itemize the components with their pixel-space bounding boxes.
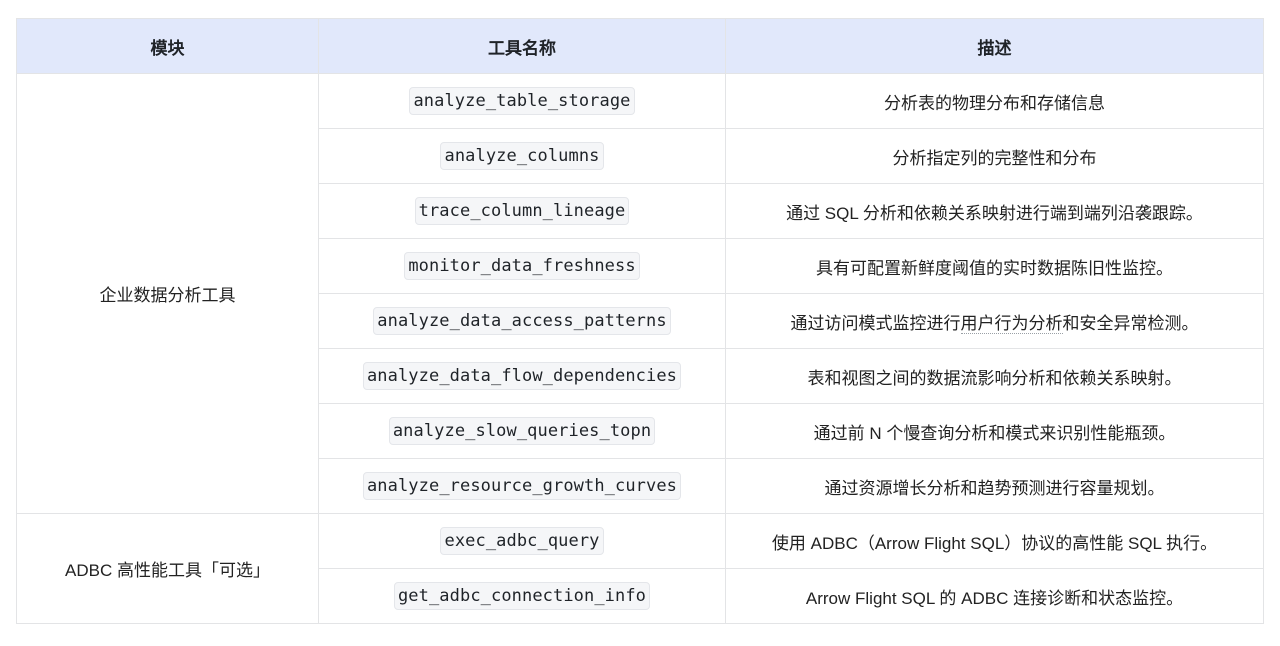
- desc-cell: Arrow Flight SQL 的 ADBC 连接诊断和状态监控。: [725, 568, 1264, 624]
- header-row: 模块 工具名称 描述: [16, 18, 1264, 74]
- table-row: 企业数据分析工具 analyze_table_storage 分析表的物理分布和…: [16, 73, 1264, 514]
- tool-description: 具有可配置新鲜度阈值的实时数据陈旧性监控。: [816, 258, 1173, 278]
- table-row: get_adbc_connection_info Arrow Flight SQ…: [17, 568, 1264, 624]
- tool-description: Arrow Flight SQL 的 ADBC 连接诊断和状态监控。: [805, 588, 1184, 608]
- desc-cell: 使用 ADBC（Arrow Flight SQL）协议的高性能 SQL 执行。: [725, 513, 1264, 569]
- tool-cell: exec_adbc_query: [318, 513, 726, 569]
- tool-cell: analyze_resource_growth_curves: [318, 458, 726, 514]
- header-description: 描述: [725, 18, 1264, 74]
- tool-description: 使用 ADBC（Arrow Flight SQL）协议的高性能 SQL 执行。: [771, 533, 1218, 553]
- table-row: monitor_data_freshness 具有可配置新鲜度阈值的实时数据陈旧…: [17, 238, 1264, 294]
- table-row: trace_column_lineage 通过 SQL 分析和依赖关系映射进行端…: [17, 183, 1264, 239]
- module-cell-adbc: ADBC 高性能工具「可选」: [16, 513, 319, 624]
- tool-description: 通过资源增长分析和趋势预测进行容量规划。: [824, 478, 1165, 498]
- tool-cell: trace_column_lineage: [318, 183, 726, 239]
- tool-name-code: analyze_columns: [440, 142, 604, 170]
- table-header: 模块 工具名称 描述: [16, 18, 1264, 74]
- tool-cell: analyze_data_access_patterns: [318, 293, 726, 349]
- desc-cell: 通过 SQL 分析和依赖关系映射进行端到端列沿袭跟踪。: [725, 183, 1264, 239]
- tool-name-code: analyze_table_storage: [409, 87, 635, 115]
- table-row: analyze_data_flow_dependencies 表和视图之间的数据…: [17, 348, 1264, 404]
- desc-cell: 分析表的物理分布和存储信息: [725, 73, 1264, 129]
- tool-name-code: analyze_data_access_patterns: [373, 307, 671, 335]
- tool-cell: analyze_table_storage: [318, 73, 726, 129]
- desc-cell: 通过访问模式监控进行用户行为分析和安全异常检测。: [725, 293, 1264, 349]
- tool-name-code: trace_column_lineage: [414, 197, 630, 225]
- tool-description: 通过前 N 个慢查询分析和模式来识别性能瓶颈。: [813, 423, 1176, 443]
- tool-name-code: get_adbc_connection_info: [393, 582, 651, 610]
- tool-description: 通过访问模式监控进行用户行为分析和安全异常检测。: [790, 313, 1199, 334]
- tool-name-code: analyze_data_flow_dependencies: [362, 362, 682, 390]
- glossary-term-user-behavior-analysis[interactable]: 用户行为分析: [960, 313, 1063, 334]
- tool-description: 分析表的物理分布和存储信息: [884, 93, 1105, 113]
- tool-name-code: monitor_data_freshness: [404, 252, 640, 280]
- desc-cell: 通过资源增长分析和趋势预测进行容量规划。: [725, 458, 1264, 514]
- tool-cell: analyze_columns: [318, 128, 726, 184]
- tool-cell: analyze_slow_queries_topn: [318, 403, 726, 459]
- tool-name-code: exec_adbc_query: [440, 527, 604, 555]
- desc-text-after: 和安全异常检测。: [1062, 313, 1199, 333]
- tool-name-code: analyze_slow_queries_topn: [388, 417, 656, 445]
- table-row: analyze_data_access_patterns 通过访问模式监控进行用…: [17, 293, 1264, 349]
- desc-cell: 分析指定列的完整性和分布: [725, 128, 1264, 184]
- desc-cell: 具有可配置新鲜度阈值的实时数据陈旧性监控。: [725, 238, 1264, 294]
- desc-cell: 通过前 N 个慢查询分析和模式来识别性能瓶颈。: [725, 403, 1264, 459]
- tool-cell: monitor_data_freshness: [318, 238, 726, 294]
- tool-cell: get_adbc_connection_info: [318, 568, 726, 624]
- desc-cell: 表和视图之间的数据流影响分析和依赖关系映射。: [725, 348, 1264, 404]
- module-cell-enterprise: 企业数据分析工具: [16, 73, 319, 514]
- tool-cell: analyze_data_flow_dependencies: [318, 348, 726, 404]
- tool-description: 通过 SQL 分析和依赖关系映射进行端到端列沿袭跟踪。: [786, 203, 1203, 223]
- table-row: analyze_columns 分析指定列的完整性和分布: [17, 128, 1264, 184]
- tool-description: 分析指定列的完整性和分布: [892, 148, 1097, 168]
- table-row: analyze_slow_queries_topn 通过前 N 个慢查询分析和模…: [17, 403, 1264, 459]
- table-row: ADBC 高性能工具「可选」 exec_adbc_query 使用 ADBC（A…: [16, 513, 1264, 624]
- header-tool-name: 工具名称: [318, 18, 726, 74]
- tools-table: 模块 工具名称 描述 企业数据分析工具 analyze_table_storag…: [16, 18, 1264, 624]
- desc-text-before: 通过访问模式监控进行: [790, 313, 961, 333]
- tool-name-code: analyze_resource_growth_curves: [362, 472, 682, 500]
- table-row: analyze_resource_growth_curves 通过资源增长分析和…: [17, 458, 1264, 514]
- tool-description: 表和视图之间的数据流影响分析和依赖关系映射。: [807, 368, 1182, 388]
- header-module: 模块: [16, 18, 319, 74]
- table-body: 企业数据分析工具 analyze_table_storage 分析表的物理分布和…: [16, 73, 1264, 624]
